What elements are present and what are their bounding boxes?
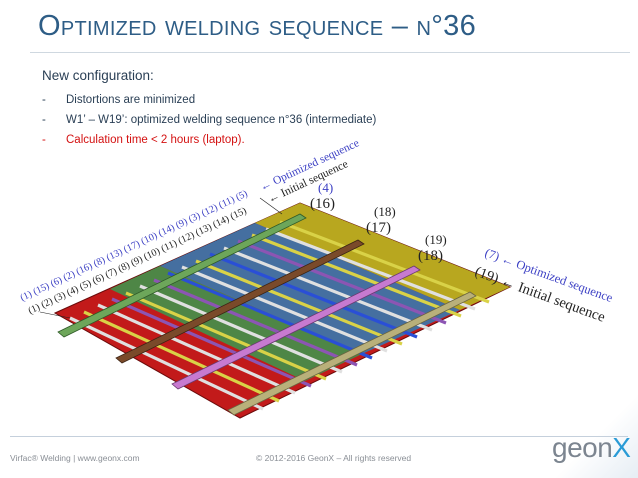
bullet-item: -W1’ – W19’: optimized welding sequence …: [42, 114, 377, 126]
label-leader-lines: [39, 197, 283, 319]
bullet-list: -Distortions are minimized -W1’ – W19’: …: [42, 90, 376, 150]
crossbar-pink: [171, 265, 421, 390]
longitudinal-stiffeners: [69, 220, 490, 411]
plate-far-zone: [255, 203, 510, 310]
crossbar-brown: [115, 239, 365, 364]
crossbar-green: [57, 213, 307, 338]
crossbar-label-optimized: (4): [318, 180, 333, 195]
crossbar-tan: [227, 291, 477, 416]
plate-mid-zone: [160, 223, 460, 354]
transverse-stiffeners: [57, 213, 477, 416]
footer-copyright: © 2012-2016 GeonX – All rights reserved: [256, 453, 412, 463]
bullet-item: -Distortions are minimized: [42, 94, 196, 106]
footer-website: Virfac® Welding | www.geonx.com: [10, 453, 140, 463]
bullet-text: W1’ – W19’: optimized welding sequence n…: [66, 114, 377, 126]
bullet-text: Distortions are minimized: [66, 94, 196, 106]
bullet-text: Calculation time < 2 hours (laptop).: [66, 134, 245, 146]
slide-title: Optimized welding sequence – n°36: [38, 10, 477, 42]
title-divider: [30, 52, 630, 53]
bullet-item: -Calculation time < 2 hours (laptop).: [42, 134, 245, 146]
crossbar-label-initial: (16): [310, 196, 335, 212]
geonx-logo: geonX: [552, 432, 631, 463]
crossbar-label-initial: (18): [418, 248, 443, 264]
intro-text: New configuration:: [42, 68, 154, 83]
crossbar-label-optimized: (19): [425, 232, 447, 247]
crossbar-label-initial: (17): [366, 220, 391, 236]
crossbar-label-optimized: (18): [374, 204, 396, 219]
footer-divider: [10, 436, 628, 437]
